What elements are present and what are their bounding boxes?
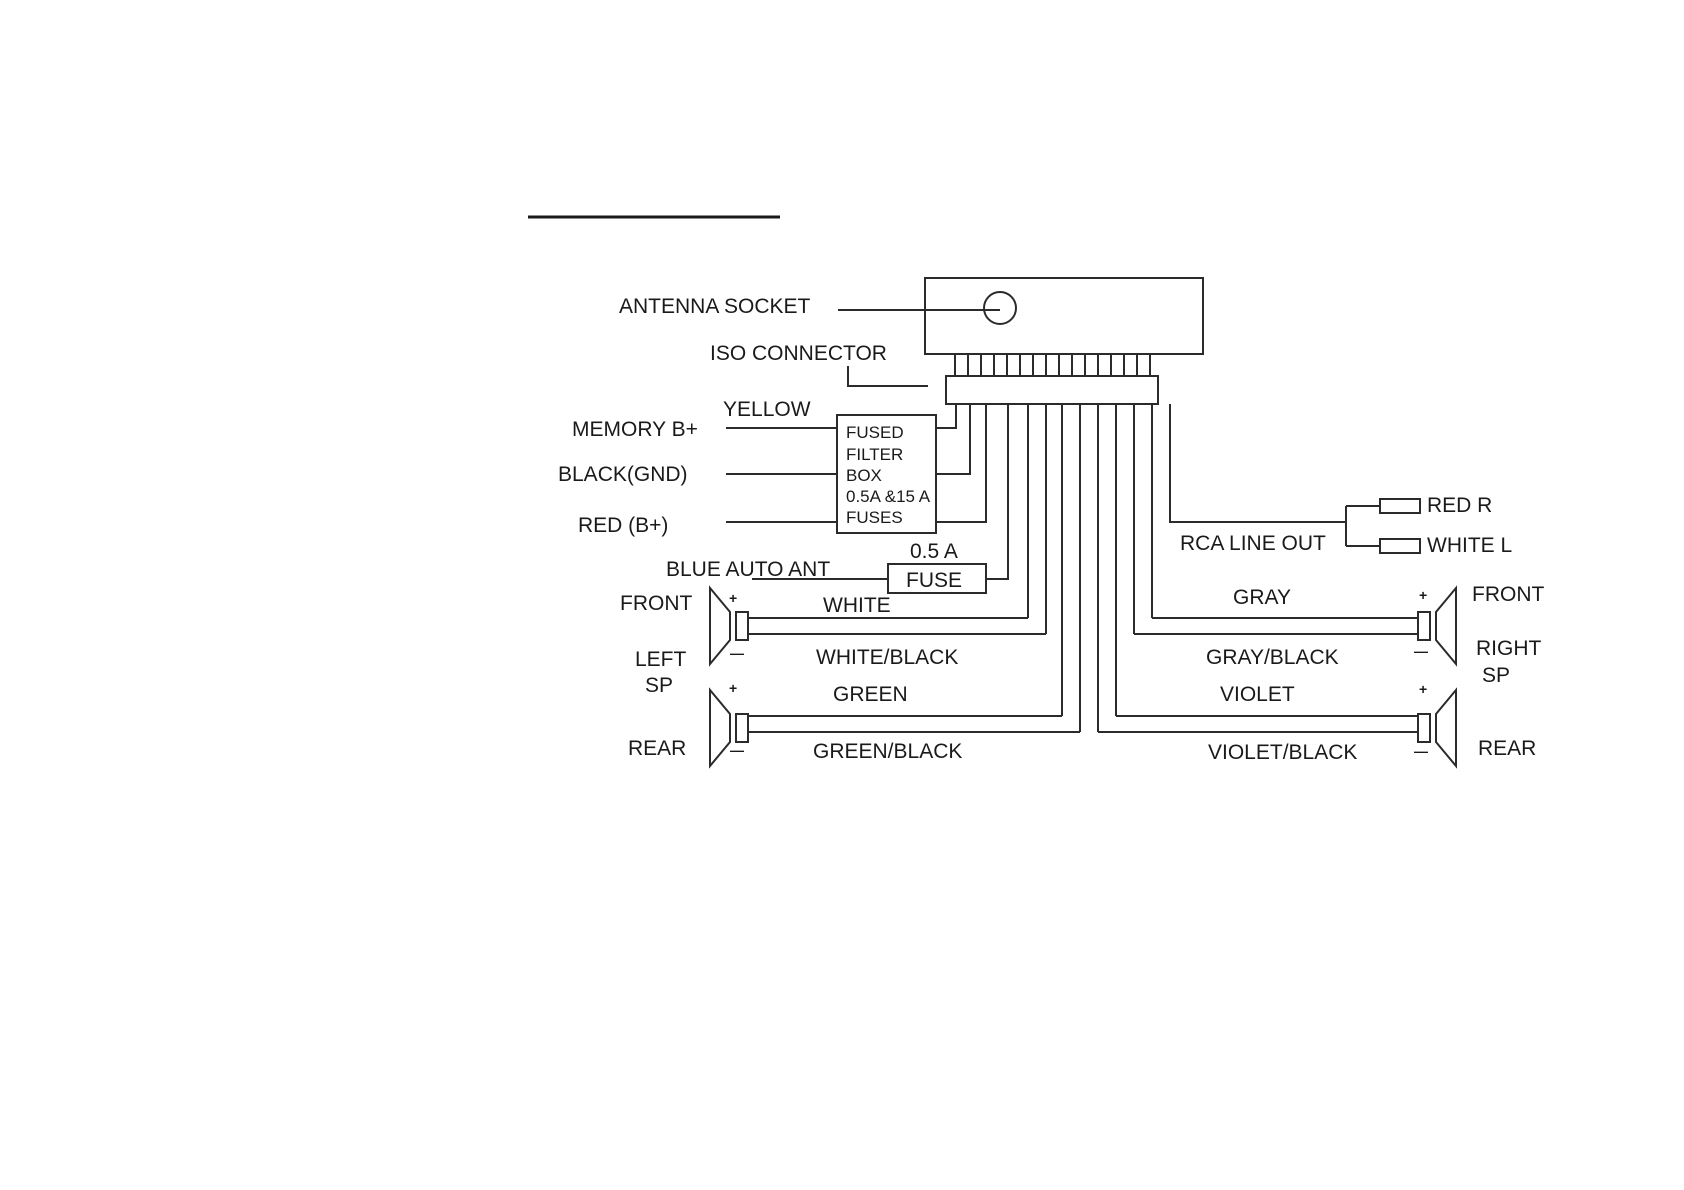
black-gnd-label: BLACK(GND) [558,463,688,486]
connector-pins [954,354,1151,376]
right-rear-speaker [1417,687,1457,769]
right-label: RIGHT [1476,637,1542,660]
fuse-rating-label: 0.5 A [910,540,958,563]
rca-white-plug [1379,538,1421,554]
green-black-label: GREEN/BLACK [813,740,962,763]
iso-connector-leader [847,366,928,387]
filter-to-connector-1 [936,404,957,429]
white-label: WHITE [823,594,891,617]
blue-auto-ant-label: BLUE AUTO ANT [666,558,830,581]
right-sp-label: SP [1482,664,1510,687]
left-front-plus: + [729,590,737,606]
left-front-minus: — [730,645,744,661]
antenna-socket-label: ANTENNA SOCKET [619,295,811,318]
filter-box-line-1: FUSED [846,423,904,442]
violet-label: VIOLET [1220,683,1295,706]
iso-connector-box [945,375,1159,405]
right-front-speaker [1417,585,1457,667]
iso-connector-label: ISO CONNECTOR [710,342,887,365]
filter-to-connector-3 [936,404,987,523]
yellow-label: YELLOW [723,398,811,421]
fuse-box [887,563,987,594]
right-rear-label: REAR [1478,737,1536,760]
white-black-label: WHITE/BLACK [816,646,958,669]
left-rear-plus: + [729,680,737,696]
left-front-speaker [709,585,749,667]
right-rear-minus: — [1414,743,1428,759]
fuse-label: FUSE [906,569,962,592]
right-front-label: FRONT [1472,583,1544,606]
red-r-label: RED R [1427,494,1492,517]
filter-to-connector-2 [936,404,971,475]
filter-box-line-5: FUSES [846,508,903,527]
left-rear-label: REAR [628,737,686,760]
right-front-minus: — [1414,643,1428,659]
left-rear-speaker [709,687,749,769]
left-label: LEFT [635,648,687,671]
red-b-label: RED (B+) [578,514,668,537]
gray-label: GRAY [1233,586,1291,609]
filter-box-line-4: 0.5A &15 A [846,487,931,506]
gray-black-label: GRAY/BLACK [1206,646,1339,669]
white-l-label: WHITE L [1427,534,1512,557]
violet-black-label: VIOLET/BLACK [1208,741,1357,764]
filter-box-line-2: FILTER [846,445,903,464]
fuse-to-connector [986,404,1009,580]
green-label: GREEN [833,683,908,706]
right-rear-plus: + [1419,681,1427,697]
antenna-socket-circle [983,291,1017,325]
left-sp-label: SP [645,674,673,697]
filter-box-line-3: BOX [846,466,882,485]
left-front-label: FRONT [620,592,692,615]
rca-red-plug [1379,498,1421,514]
rca-line-out-label: RCA LINE OUT [1180,532,1326,555]
memory-b-label: MEMORY B+ [572,418,698,441]
right-front-plus: + [1419,587,1427,603]
rca-main-wire [1169,404,1346,523]
left-rear-minus: — [730,742,744,758]
head-unit-box [924,277,1204,355]
